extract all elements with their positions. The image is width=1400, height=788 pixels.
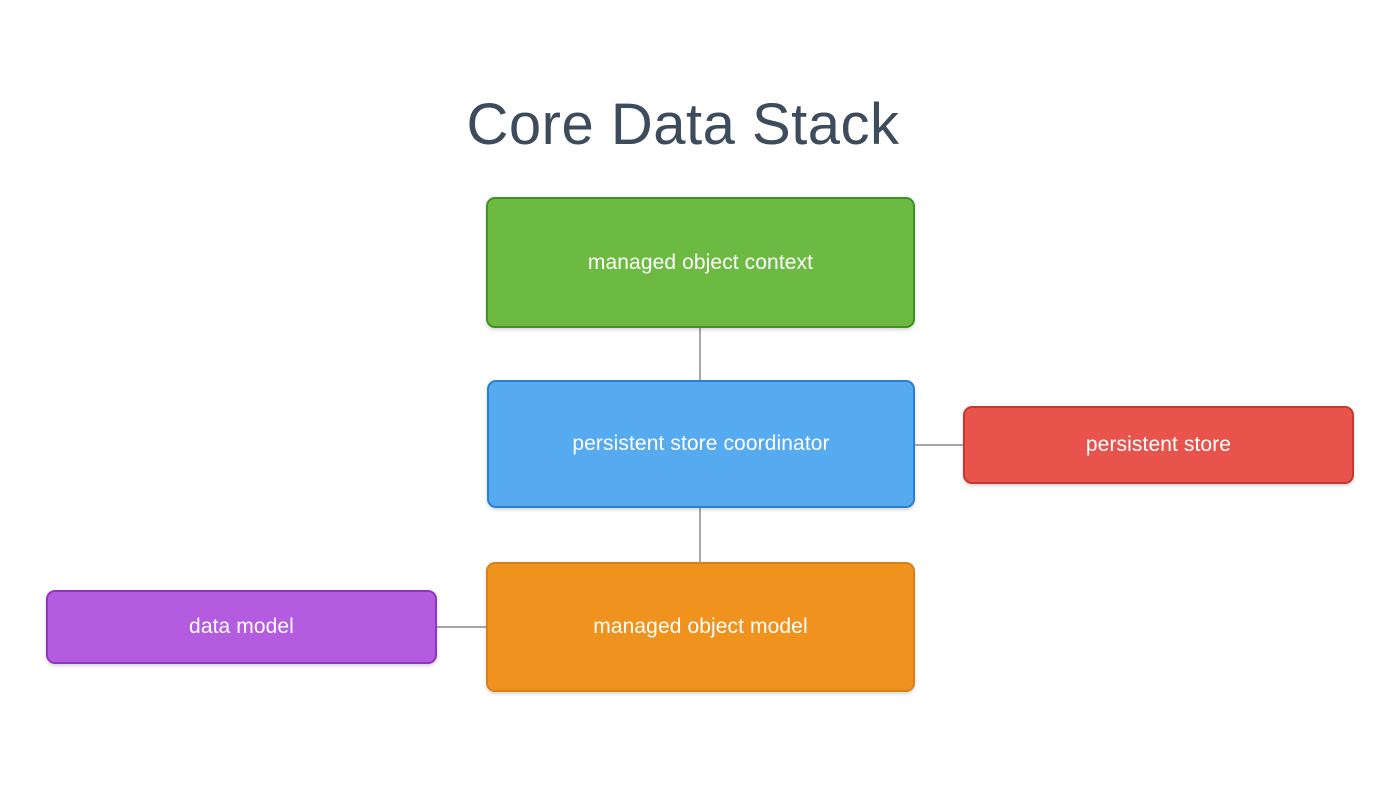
connector-persistent-store-coordinator-to-managed-object-model (699, 507, 701, 563)
node-label-persistent-store-coordinator: persistent store coordinator (572, 432, 830, 455)
node-data-model[interactable]: data model (46, 590, 437, 664)
connector-managed-object-context-to-persistent-store-coordinator (699, 327, 701, 381)
node-managed-object-context[interactable]: managed object context (486, 197, 915, 328)
node-persistent-store[interactable]: persistent store (963, 406, 1354, 484)
connector-persistent-store-coordinator-to-persistent-store (913, 444, 964, 446)
page-title: Core Data Stack (466, 92, 900, 157)
node-label-persistent-store: persistent store (1085, 433, 1232, 456)
node-label-managed-object-context: managed object context (587, 250, 814, 274)
connector-data-model-to-managed-object-model (436, 626, 487, 628)
node-managed-object-model[interactable]: managed object model (486, 562, 915, 692)
node-label-data-model: data model (189, 615, 294, 638)
node-label-managed-object-model: managed object model (593, 615, 808, 638)
node-persistent-store-coordinator[interactable]: persistent store coordinator (487, 380, 915, 508)
